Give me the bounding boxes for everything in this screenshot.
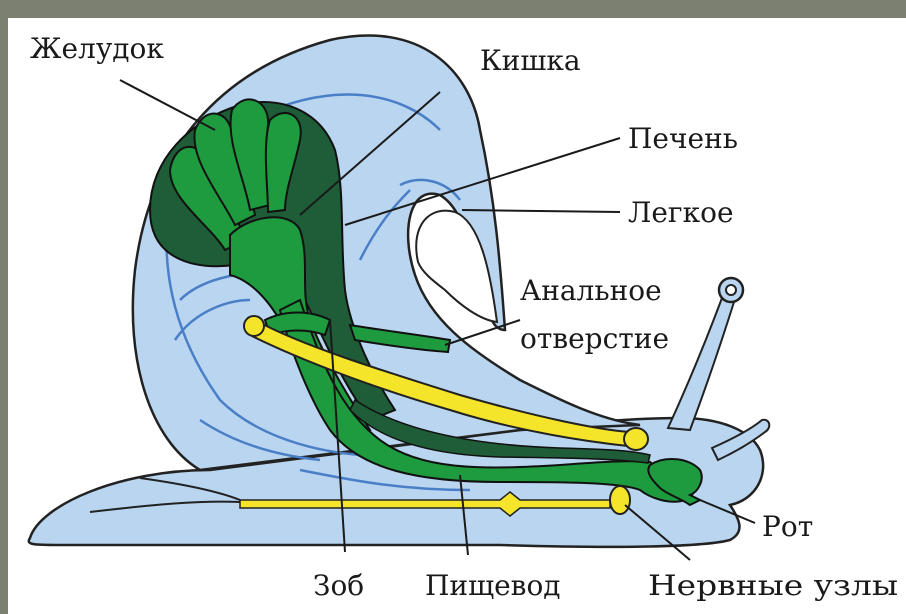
eye-pupil [726, 285, 736, 295]
label-mouth: Рот [762, 510, 813, 543]
label-ganglia: Нервные узлы [648, 569, 898, 602]
upper-ganglion-front [624, 428, 648, 450]
anus-leader [445, 320, 520, 345]
label-intestine: Кишка [480, 44, 581, 77]
stomach-leader [120, 80, 215, 130]
upper-ganglion-rear [244, 316, 264, 336]
label-crop: Зоб [313, 569, 364, 602]
label-lung: Легкое [628, 196, 734, 229]
label-anus-line1: Анальное [520, 274, 662, 307]
lower-ganglion [610, 486, 630, 514]
label-stomach: Желудок [30, 32, 164, 65]
left-frame [0, 0, 8, 614]
upper-tentacle [668, 298, 734, 430]
top-frame [0, 0, 906, 18]
label-anus-line2: отверстие [520, 322, 669, 355]
label-esophagus: Пищевод [425, 569, 561, 602]
label-liver: Печень [628, 122, 738, 155]
